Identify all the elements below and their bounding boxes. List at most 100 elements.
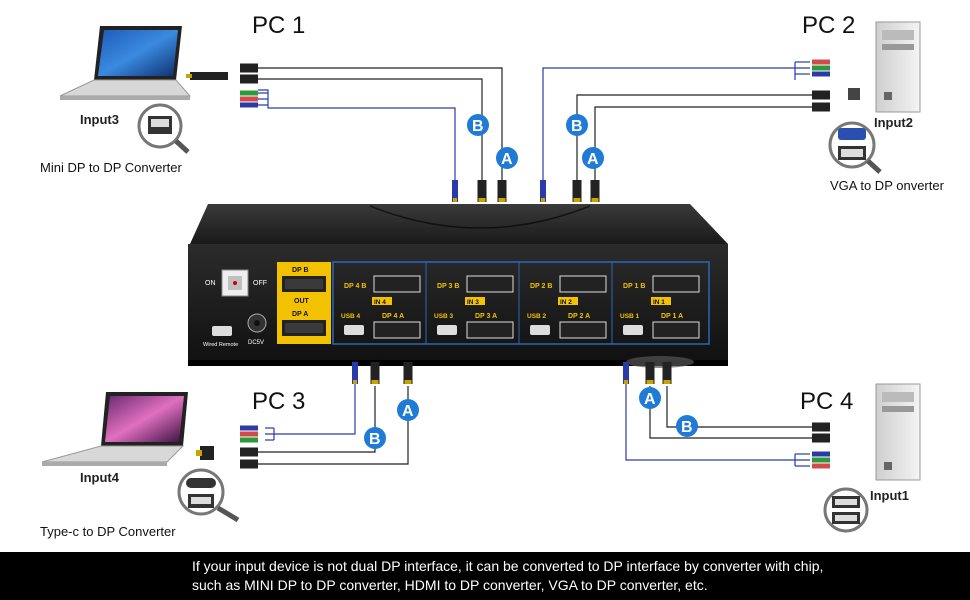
usb-plug <box>623 362 629 384</box>
on-label: ON <box>205 280 216 287</box>
usb-port-label: USB 1 <box>620 313 640 320</box>
input1-label: Input1 <box>870 488 909 503</box>
dp-a-port <box>466 321 514 339</box>
type-c-converter-label: Type-c to DP Converter <box>40 524 176 539</box>
in-label: IN 2 <box>560 299 572 306</box>
input3-label: Input3 <box>80 112 119 127</box>
pc2-label: PC 2 <box>802 12 856 39</box>
out-dp-a-label: DP A <box>292 311 308 318</box>
caption-bar: If your input device is not dual DP inte… <box>0 552 970 600</box>
cable-lines <box>250 61 812 467</box>
badge-b-pc2: B <box>566 114 588 136</box>
audio-plug <box>812 59 830 65</box>
usb-plug <box>812 451 830 457</box>
caption-line-1: If your input device is not dual DP inte… <box>192 558 824 574</box>
usb-port <box>344 325 364 335</box>
kvm-connection-diagram: ON OFF Wired Remote DC5V DP B OUT DP A D… <box>41 21 921 533</box>
dp-a-port-label: DP 1 A <box>661 313 683 320</box>
dp-b-port-label: DP 2 B <box>530 283 552 290</box>
audio-plug <box>240 431 258 437</box>
dp-plug <box>572 180 582 202</box>
dc5v-label: DC5V <box>248 340 264 346</box>
dp-plug <box>812 433 830 443</box>
audio-plug <box>812 463 830 469</box>
svg-text:B: B <box>472 118 484 135</box>
svg-text:A: A <box>402 403 414 420</box>
usb-plug <box>452 180 458 202</box>
dp-a-port <box>652 321 700 339</box>
usb-plug <box>540 180 546 202</box>
dp-b-port <box>466 275 514 293</box>
vga-converter-label: VGA to DP onverter <box>830 178 944 193</box>
audio-plug <box>240 90 258 96</box>
svg-text:A: A <box>501 151 513 168</box>
usb-plug <box>240 425 258 431</box>
dp-b-port-label: DP 1 B <box>623 283 645 290</box>
magnifier-usb-icon <box>823 487 869 533</box>
badge-b-pc1: B <box>467 114 489 136</box>
usb-plug <box>240 102 258 108</box>
badge-a-pc3: A <box>397 399 419 421</box>
dp-plug <box>590 180 600 202</box>
pc4-label: PC 4 <box>800 388 854 415</box>
wired-remote-label: Wired Remote <box>203 342 238 348</box>
pc1-label: PC 1 <box>252 12 306 39</box>
kvm-switch: ON OFF Wired Remote DC5V DP B OUT DP A D… <box>188 204 728 368</box>
dp-plug <box>240 447 258 457</box>
dp-a-port-label: DP 2 A <box>568 313 590 320</box>
dp-plug <box>477 180 487 202</box>
svg-text:A: A <box>644 391 656 408</box>
in-label: IN 1 <box>653 299 665 306</box>
dp-plug <box>403 362 413 384</box>
tower-pc2-icon <box>875 21 921 113</box>
svg-text:B: B <box>571 118 583 135</box>
audio-plug <box>812 65 830 71</box>
in-label: IN 4 <box>374 299 386 306</box>
dp-b-port <box>652 275 700 293</box>
svg-text:B: B <box>369 431 381 448</box>
dp-b-port-label: DP 4 B <box>344 283 366 290</box>
pc3-label: PC 3 <box>252 388 306 415</box>
dp-plug <box>812 90 830 100</box>
type-c-converter-icon <box>196 446 214 460</box>
magnifier-type-c-icon <box>177 468 240 523</box>
dp-plug <box>240 63 258 73</box>
dp-plug <box>645 362 655 384</box>
dp-a-port-label: DP 3 A <box>475 313 497 320</box>
input4-label: Input4 <box>80 470 119 485</box>
dp-b-port <box>559 275 607 293</box>
dp-plug <box>240 74 258 84</box>
usb-plug <box>812 71 830 77</box>
svg-text:B: B <box>681 419 693 436</box>
input2-label: Input2 <box>874 115 913 130</box>
magnifier-vga-icon <box>828 121 882 174</box>
svg-text:A: A <box>587 151 599 168</box>
vga-adapter-icon <box>848 88 860 100</box>
usb-port-label: USB 3 <box>434 313 454 320</box>
usb-port <box>530 325 550 335</box>
dp-plug <box>812 422 830 432</box>
dp-plug <box>370 362 380 384</box>
usb-port-label: USB 4 <box>341 313 361 320</box>
dp-a-port <box>373 321 421 339</box>
mini-dp-converter-label: Mini DP to DP Converter <box>40 160 182 175</box>
port-group-4: DP 1 B IN 1 USB 1 DP 1 A <box>611 262 700 344</box>
dp-a-port-label: DP 4 A <box>382 313 404 320</box>
audio-plug <box>240 437 258 443</box>
dp-plug <box>497 180 507 202</box>
badge-b-pc3: B <box>364 427 386 449</box>
usb-port <box>437 325 457 335</box>
out-dp-b-label: DP B <box>292 267 309 274</box>
dp-plug <box>240 459 258 469</box>
laptop-pc1-icon <box>59 26 192 100</box>
caption-line-2: such as MINI DP to DP converter, HDMI to… <box>192 577 708 593</box>
dp-b-port <box>373 275 421 293</box>
laptop-pc3-icon <box>41 392 188 466</box>
cable-plugs <box>240 59 830 469</box>
dp-b-port-label: DP 3 B <box>437 283 459 290</box>
port-group-1: DP 4 B IN 4 USB 4 DP 4 A <box>341 275 421 339</box>
off-label: OFF <box>253 280 267 287</box>
